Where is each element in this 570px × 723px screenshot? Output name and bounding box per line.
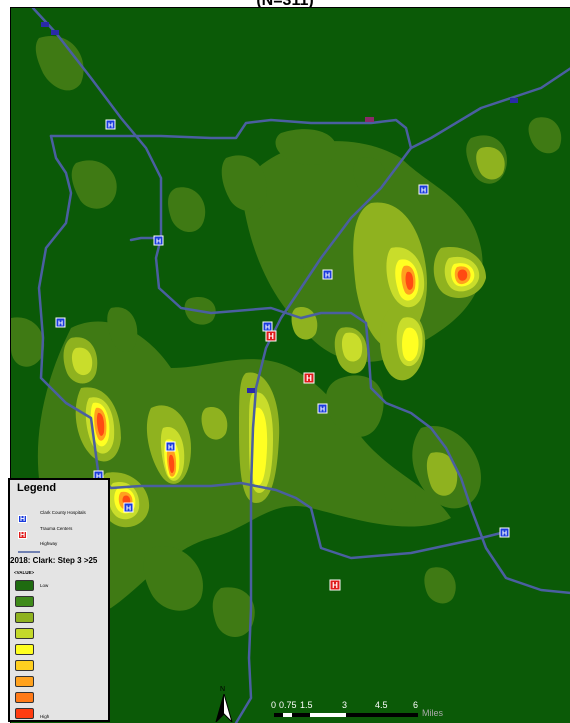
svg-text:H: H [306, 374, 312, 383]
legend-swatch-low [15, 580, 34, 591]
trauma-center-icon: H [329, 579, 341, 591]
legend-class-low: Low [40, 583, 49, 588]
shield-215-icon [365, 117, 374, 122]
map-legend: Legend H Clark County Hospitals H Trauma… [8, 478, 110, 722]
svg-text:H: H [265, 325, 270, 332]
legend-value-label: <VALUE> [14, 570, 35, 575]
map-title: (N=311) [256, 0, 314, 9]
hospital-icon: H [153, 235, 164, 246]
heatmap-map[interactable]: H H H H H H H H H H H H H H [10, 7, 570, 723]
scale-tick: 1.5 [300, 700, 313, 710]
scale-tick: 6 [413, 700, 419, 710]
legend-swatch [15, 660, 34, 671]
scale-tick: 4.5 [375, 700, 388, 710]
north-label: N [220, 686, 226, 693]
map-canvas: H H H H H H H H H H H H H H [11, 8, 570, 723]
svg-text:H: H [502, 531, 507, 538]
svg-text:H: H [58, 321, 63, 328]
hospital-icon: H [418, 184, 429, 195]
legend-heading: Legend [17, 482, 57, 494]
shield-95-icon [51, 30, 59, 35]
trauma-legend-icon: H [18, 531, 27, 539]
scale-tick: 3 [342, 700, 348, 710]
scale-tick: 0 [271, 700, 277, 710]
legend-layer-title: 2018: Clark: Step 3 >25 [10, 556, 98, 565]
highway-shields [41, 22, 518, 393]
shield-15-icon [510, 98, 518, 103]
shield-95-icon [41, 22, 49, 27]
hospital-icon: H [123, 502, 134, 513]
legend-swatch [15, 612, 34, 623]
hospital-legend-icon: H [18, 515, 27, 523]
svg-text:H: H [332, 581, 338, 590]
legend-swatch [15, 628, 34, 639]
trauma-center-icon: H [265, 330, 277, 342]
scale-bar-graphic [274, 713, 418, 717]
hospital-icon: H [55, 317, 66, 328]
trauma-center-markers: H H H [265, 330, 341, 591]
svg-text:H: H [156, 239, 161, 246]
legend-item-trauma: Trauma Centers [40, 526, 73, 531]
hospital-icon: H [105, 119, 116, 130]
svg-text:H: H [421, 188, 426, 195]
scale-unit: Miles [422, 708, 444, 718]
hospital-markers: H H H H H H H H H H H [55, 119, 510, 538]
hospital-icon: H [499, 527, 510, 538]
hospital-icon: H [165, 441, 176, 452]
svg-text:H: H [168, 445, 173, 452]
svg-text:H: H [126, 506, 131, 513]
hospital-icon: H [317, 403, 328, 414]
legend-class-high: High [40, 714, 50, 719]
legend-swatch [15, 676, 34, 687]
shield-15-icon [247, 388, 255, 393]
hospital-icon: H [322, 269, 333, 280]
legend-swatch-high [15, 708, 34, 719]
north-arrow-icon: N [212, 686, 236, 722]
trauma-center-icon: H [303, 372, 315, 384]
legend-item-hospitals: Clark County Hospitals [40, 510, 86, 515]
svg-text:H: H [268, 332, 274, 341]
legend-swatch [15, 692, 34, 703]
legend-swatch [15, 644, 34, 655]
legend-swatch [15, 596, 34, 607]
scale-bar: 0 0.75 1.5 3 4.5 6 Miles [270, 700, 470, 722]
svg-text:H: H [325, 273, 330, 280]
highway-legend-icon [18, 541, 40, 559]
scale-tick: 0.75 [279, 700, 297, 710]
svg-text:H: H [96, 474, 101, 481]
legend-item-highway: Highway [40, 541, 58, 546]
density-level-6 [96, 269, 468, 506]
svg-text:H: H [108, 123, 113, 130]
hospital-icon: H [262, 321, 273, 332]
svg-text:H: H [320, 407, 325, 414]
